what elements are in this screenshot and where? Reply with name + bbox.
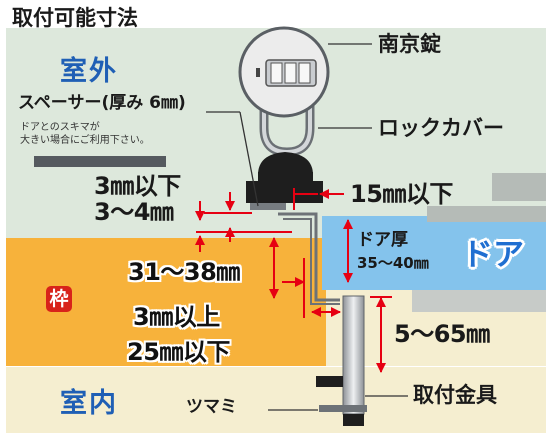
- spacer-note-line2: 大きい場合にご利用下さい。: [20, 135, 150, 146]
- spacer-label: スペーサー(厚み 6㎜): [18, 93, 186, 113]
- mount-bracket-label: 取付金具: [413, 383, 497, 407]
- door-panel: [322, 216, 546, 290]
- dim-range-5-65mm: 5〜65㎜: [394, 320, 490, 348]
- outdoor-label: 室外: [60, 56, 118, 87]
- dim-max-15mm: 15㎜以下: [350, 180, 453, 208]
- indoor-label: 室内: [60, 388, 118, 419]
- dim-min-3mm: 3㎜以上: [133, 303, 220, 331]
- door-bottom-strip: [412, 290, 546, 312]
- padlock-label: 南京錠: [378, 32, 441, 56]
- spacer-note-line1: ドアとのスキマが: [20, 122, 100, 133]
- dim-range-31-38mm: 31〜38㎜: [128, 258, 240, 286]
- lock-cover-base: [246, 181, 323, 203]
- knob-label: ツマミ: [186, 397, 237, 417]
- lock-cover-label: ロックカバー: [378, 116, 504, 140]
- dim-max-25mm: 25㎜以下: [127, 338, 230, 366]
- dim-max-3mm: 3㎜以下: [94, 172, 181, 200]
- dim-range-3-4mm: 3〜4㎜: [94, 198, 174, 226]
- wall-block: [492, 173, 546, 201]
- dim-door-thickness: 35〜40㎜: [357, 254, 429, 272]
- indoor-area: [6, 367, 546, 433]
- door-label: ドア: [462, 237, 524, 273]
- spacer-illustration: [34, 156, 166, 167]
- mount-bracket-shape: [342, 295, 365, 415]
- frame-label: 枠: [46, 286, 72, 312]
- page-title: 取付可能寸法: [12, 6, 138, 30]
- door-thickness-label: ドア厚: [357, 230, 408, 250]
- lock-cover-top: [258, 152, 313, 175]
- dimension-arrows: [195, 188, 392, 373]
- wall-ledge: [427, 206, 546, 222]
- knob-shape: [316, 376, 343, 387]
